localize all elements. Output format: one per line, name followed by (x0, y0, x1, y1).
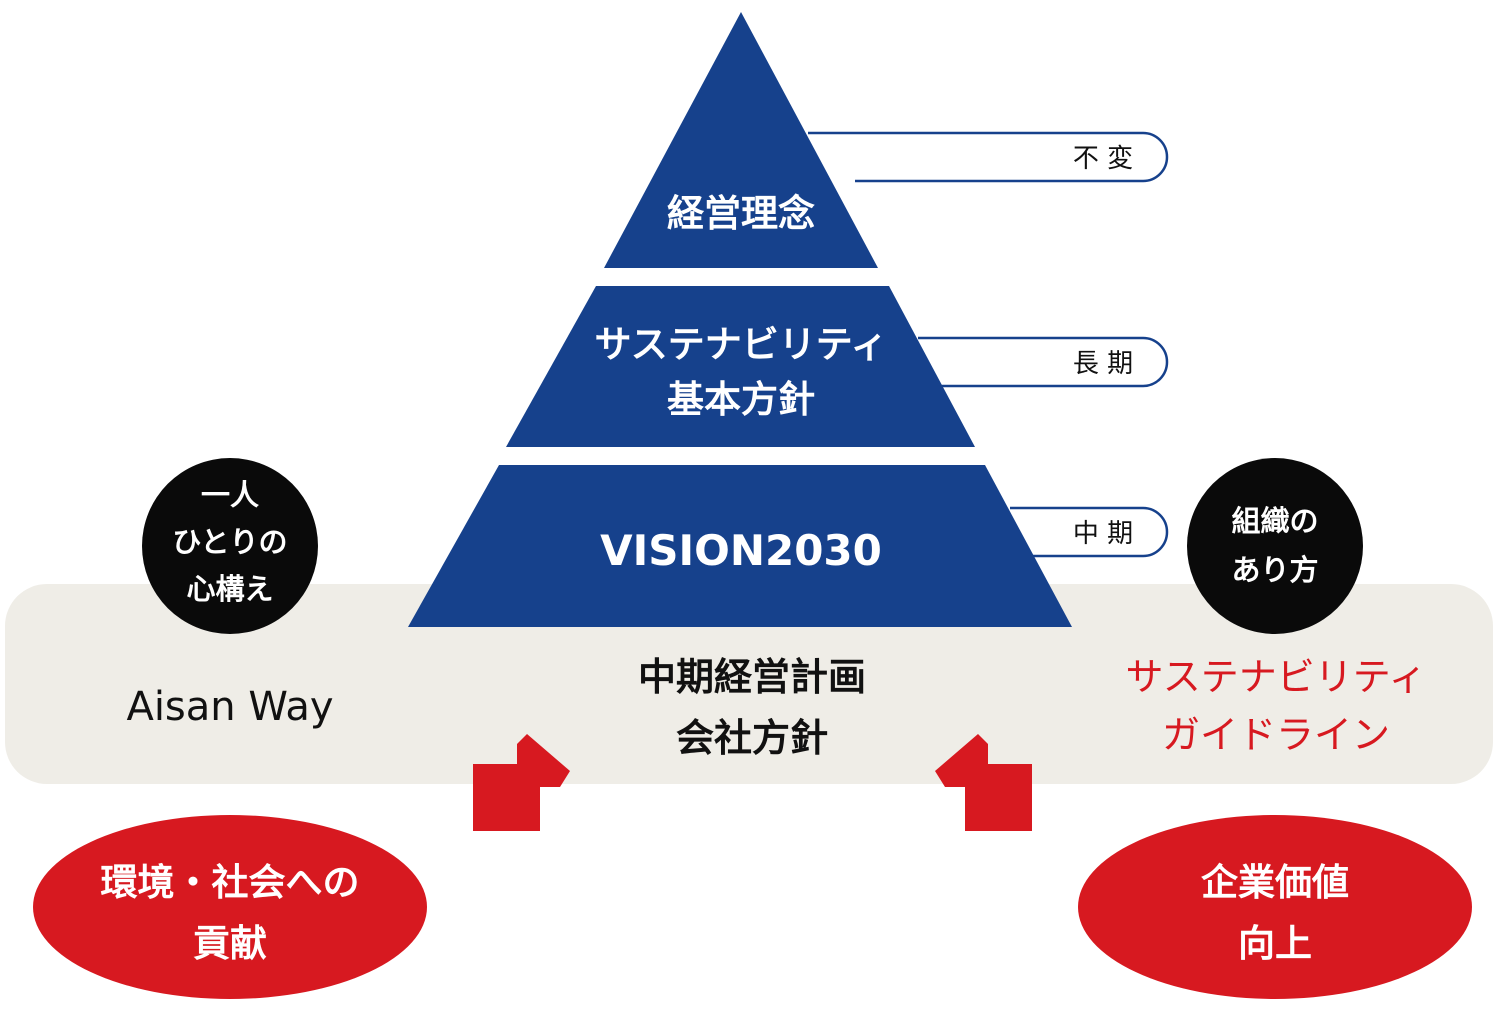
band-label-guideline-line1: サステナビリティ (1126, 655, 1427, 699)
pyramid-tier-sustainability-policy (506, 286, 975, 447)
circle-organization (1187, 458, 1363, 634)
outcome-corporate-value-line1: 企業価値 (1201, 861, 1349, 904)
circle-organization-line2: あり方 (1231, 553, 1318, 587)
band-label-aisan-way: Aisan Way (126, 684, 333, 730)
tier-label-sustainability-line1: サステナビリティ (594, 323, 887, 366)
pyramid-tier-philosophy (604, 12, 878, 268)
arrow-down-right (935, 734, 1032, 831)
outcome-contribution (33, 815, 427, 999)
outcome-corporate-value (1078, 815, 1472, 999)
circle-individual-line1: 一人 (201, 478, 259, 512)
band-label-guideline-line2: ガイドライン (1162, 713, 1390, 757)
term-tab-mid: 中 期 (1010, 506, 1169, 558)
circle-individual-line3: 心構え (186, 572, 273, 606)
pyramid-tier-vision (408, 465, 1072, 627)
term-tab-long: 長 期 (918, 336, 1169, 388)
outcome-contribution-line2: 貢献 (193, 922, 267, 965)
term-label-long: 長 期 (1073, 349, 1133, 379)
term-tab-unchanging: 不 変 (808, 131, 1169, 183)
tier-label-philosophy: 経営理念 (667, 192, 815, 235)
outcome-corporate-value-line2: 向上 (1238, 922, 1312, 965)
arrow-down-left (473, 734, 570, 831)
tier-label-vision: VISION2030 (600, 526, 882, 575)
band-label-company-policy: 会社方針 (676, 716, 828, 760)
term-label-unchanging: 不 変 (1073, 144, 1133, 174)
term-label-mid: 中 期 (1073, 519, 1133, 549)
circle-organization-line1: 組織の (1231, 504, 1318, 538)
policy-band (5, 584, 1493, 784)
tier-label-sustainability-line2: 基本方針 (667, 378, 815, 421)
outcome-contribution-line1: 環境・社会への (101, 861, 360, 904)
circle-individual (142, 458, 318, 634)
band-label-midterm-plan: 中期経営計画 (638, 655, 866, 699)
circle-individual-line2: ひとりの (172, 525, 287, 559)
